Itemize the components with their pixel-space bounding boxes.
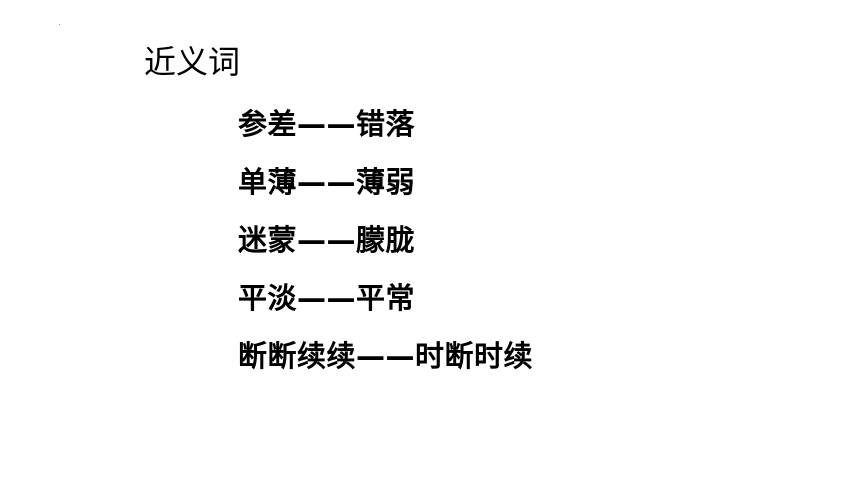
heading-synonyms: 近义词 — [144, 43, 241, 81]
synonym-pair: 参差——错落 — [238, 107, 416, 141]
synonym-pair: 断断续续——时断时续 — [238, 339, 534, 373]
synonym-pair: 平淡——平常 — [238, 281, 416, 315]
synonym-pair: 迷蒙——朦胧 — [238, 223, 416, 257]
synonym-pair: 单薄——薄弱 — [238, 165, 416, 199]
stray-dot — [59, 24, 60, 25]
synonym-list: 参差——错落 单薄——薄弱 迷蒙——朦胧 平淡——平常 断断续续——时断时续 — [238, 104, 533, 394]
